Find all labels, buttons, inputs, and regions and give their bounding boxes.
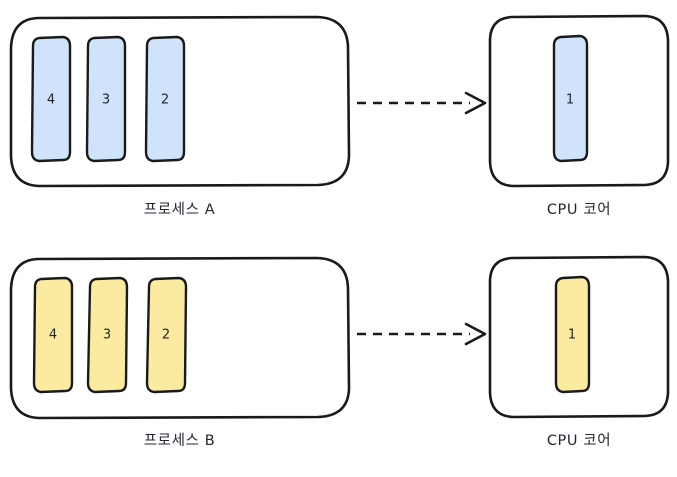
process-b-block-4-label: 4 <box>49 328 57 343</box>
process-a-block-4-label: 4 <box>47 93 55 108</box>
process-a-block-3 <box>85 35 127 163</box>
process-a-block-4 <box>30 35 72 163</box>
process-a-caption: 프로세스 A <box>143 202 216 218</box>
cpu-core-a-caption: CPU 코어 <box>546 202 612 218</box>
cpu-core-a-block-1-label: 1 <box>566 93 574 108</box>
process-a-block-2-label: 2 <box>161 93 169 108</box>
process-a-block-2 <box>144 35 186 163</box>
arrow-a-head <box>464 91 487 115</box>
cpu-core-b-block-1-label: 1 <box>568 328 576 343</box>
cpu-core-b-block-1 <box>554 275 591 394</box>
process-b-block-2 <box>145 276 188 394</box>
cpu-core-a-block-1 <box>552 34 589 163</box>
process-b-block-3-label: 3 <box>103 328 111 343</box>
process-b-block-2-label: 2 <box>162 328 170 343</box>
process-b-block-4 <box>32 276 74 394</box>
arrow-b-head <box>464 322 487 346</box>
process-b-block-3 <box>86 276 129 394</box>
process-a-block-3-label: 3 <box>102 93 110 108</box>
process-b-caption: 프로세스 B <box>143 433 216 449</box>
cpu-core-b-caption: CPU 코어 <box>546 433 612 449</box>
